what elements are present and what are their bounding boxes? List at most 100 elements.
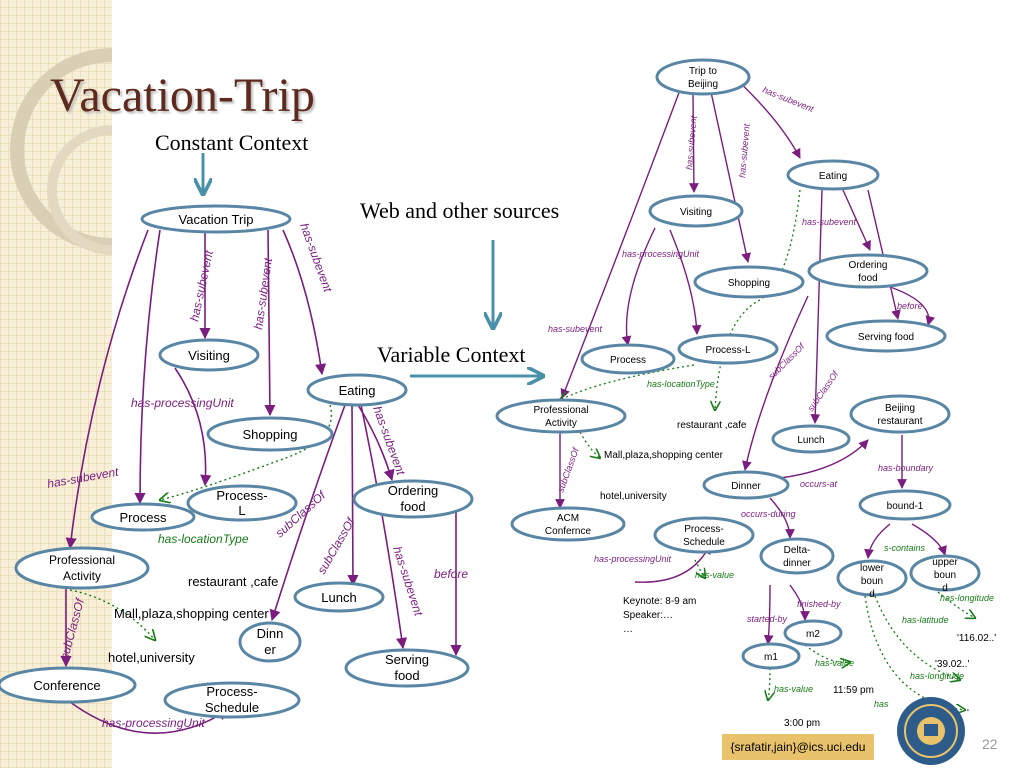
node-ordering-food-right: Ordering food [807, 253, 929, 289]
svg-text:has-value: has-value [695, 570, 734, 580]
svg-text:'39.02..': '39.02..' [935, 659, 969, 670]
svg-text:Lunch: Lunch [321, 590, 356, 605]
node-shopping: Shopping [206, 416, 334, 452]
right-literals: restaurant ,cafe Mall,plaza,shopping cen… [600, 420, 996, 729]
svg-text:upper: upper [932, 557, 958, 568]
node-acm-conference: ACM Confernce [510, 506, 626, 542]
page-number: 22 [982, 736, 998, 752]
svg-text:Process-: Process- [206, 684, 257, 699]
svg-text:Conference: Conference [33, 678, 100, 693]
svg-text:has-locationType: has-locationType [647, 379, 715, 389]
svg-text:has-processingUnit: has-processingUnit [594, 554, 672, 564]
svg-text:lower: lower [860, 563, 885, 574]
svg-text:has-subevent: has-subevent [684, 115, 699, 170]
node-m1: m1 [741, 642, 801, 670]
svg-text:Activity: Activity [63, 569, 101, 583]
svg-text:Keynote: 8-9 am: Keynote: 8-9 am [623, 596, 696, 607]
svg-text:boun: boun [934, 570, 956, 581]
svg-text:Schedule: Schedule [205, 700, 259, 715]
svg-text:has: has [874, 699, 889, 709]
svg-text:occurs-during: occurs-during [741, 509, 796, 519]
svg-text:has-value: has-value [774, 684, 813, 694]
node-visiting-right: Visiting [648, 194, 744, 228]
svg-text:Eating: Eating [339, 383, 376, 398]
node-dinner: Dinn er [238, 621, 302, 663]
node-process-right: Process [580, 343, 676, 375]
svg-text:has-processingUnit: has-processingUnit [131, 396, 234, 410]
svg-text:has-subevent: has-subevent [761, 85, 815, 115]
svg-text:subClassOf: subClassOf [805, 368, 841, 413]
left-location-labels: has-locationType [158, 532, 249, 546]
svg-text:Mall,plaza,shopping center: Mall,plaza,shopping center [114, 606, 269, 621]
svg-text:subClassOf: subClassOf [314, 514, 358, 576]
svg-text:d: d [942, 583, 948, 594]
svg-text:has-longitude: has-longitude [940, 593, 994, 603]
svg-text:restaurant ,cafe: restaurant ,cafe [188, 574, 278, 589]
svg-text:Professional: Professional [533, 405, 588, 416]
node-process-l-right: Process-L [677, 333, 779, 365]
node-professional-activity: Professional Activity [14, 546, 150, 590]
svg-text:m2: m2 [806, 629, 820, 640]
svg-text:Process: Process [610, 355, 646, 366]
svg-text:Confernce: Confernce [545, 526, 592, 537]
node-professional-activity-right: Professional Activity [495, 398, 627, 434]
node-lunch-right: Lunch [771, 424, 851, 454]
node-process-schedule: Process- Schedule [163, 681, 301, 719]
node-delta-dinner: Delta- dinner [759, 537, 835, 575]
svg-text:restaurant: restaurant [877, 416, 922, 427]
svg-text:boun: boun [861, 576, 883, 587]
svg-text:occurs-at: occurs-at [800, 479, 838, 489]
svg-text:Trip to: Trip to [689, 66, 717, 77]
node-bound-1: bound-1 [858, 489, 952, 521]
left-location-edges [69, 404, 332, 640]
svg-text:L: L [238, 503, 245, 518]
node-beijing-restaurant: Beijing restaurant [849, 394, 951, 434]
node-serving-food: Serving food [344, 648, 470, 688]
slide-title: Vacation-Trip [50, 69, 315, 122]
svg-text:has-locationType: has-locationType [158, 532, 249, 546]
svg-text:Beijing: Beijing [688, 79, 718, 90]
svg-text:m1: m1 [764, 652, 778, 663]
node-m2: m2 [783, 619, 843, 647]
svg-text:subClassOf: subClassOf [57, 596, 87, 661]
svg-text:Schedule: Schedule [683, 537, 725, 548]
svg-text:Professional: Professional [49, 553, 115, 567]
node-eating-right: Eating [786, 159, 880, 191]
svg-text:Process: Process [120, 510, 167, 525]
svg-text:Process-L: Process-L [705, 345, 750, 356]
constant-context-label: Constant Context [155, 130, 309, 155]
svg-text:Lunch: Lunch [797, 435, 824, 446]
variable-context-label: Variable Context [377, 342, 526, 367]
svg-text:d: d [869, 589, 875, 600]
svg-text:Visiting: Visiting [680, 207, 712, 218]
university-seal-icon [897, 697, 965, 765]
node-process: Process [90, 502, 196, 532]
svg-text:Shopping: Shopping [728, 278, 770, 289]
right-green-labels: has-locationType s-contains has-value ha… [647, 379, 994, 709]
node-visiting: Visiting [158, 338, 260, 372]
svg-text:Vacation Trip: Vacation Trip [179, 212, 254, 227]
node-dinner-right: Dinner [702, 470, 790, 500]
svg-text:food: food [394, 668, 419, 683]
svg-text:'116.02..': '116.02..' [957, 633, 996, 644]
svg-text:Serving food: Serving food [858, 332, 914, 343]
svg-text:Serving: Serving [385, 652, 429, 667]
svg-text:has-subevent: has-subevent [187, 249, 216, 323]
svg-text:hotel,university: hotel,university [600, 491, 667, 502]
svg-text:before: before [897, 301, 923, 311]
node-process-schedule-right: Process- Schedule [653, 516, 755, 554]
svg-text:dinner: dinner [783, 558, 811, 569]
svg-text:has-subevent: has-subevent [802, 217, 857, 227]
svg-text:has-subevent: has-subevent [370, 404, 408, 477]
node-process-l: Process- L [186, 484, 298, 522]
svg-text:3:00 pm: 3:00 pm [784, 718, 820, 729]
svg-text:Shopping: Shopping [243, 427, 298, 442]
svg-text:food: food [858, 273, 877, 284]
node-lunch: Lunch [293, 581, 385, 613]
context-arrows [203, 153, 543, 376]
svg-text:…: … [623, 624, 633, 635]
decorative-sidebar [0, 0, 112, 768]
svg-text:before: before [434, 567, 468, 581]
